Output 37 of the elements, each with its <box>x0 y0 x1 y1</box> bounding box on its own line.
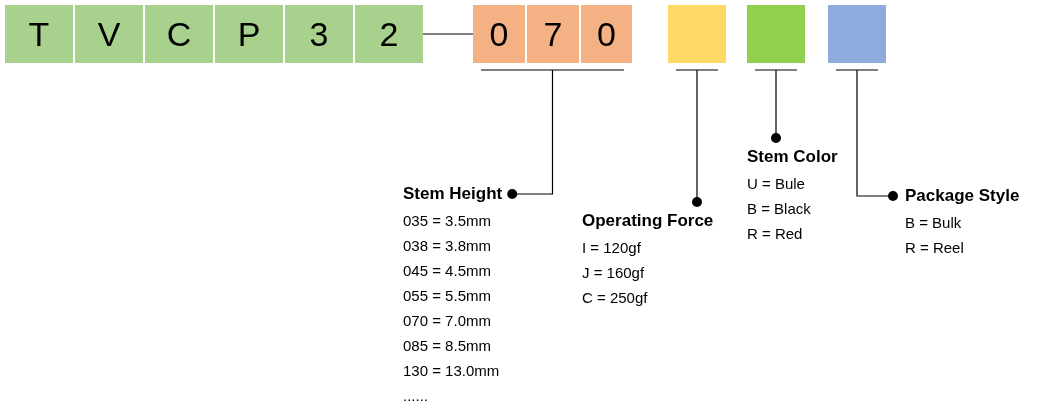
option-text: U = Bule <box>747 174 806 194</box>
option-text: J = 160gf <box>582 263 646 283</box>
code-character-box: 0 <box>581 5 632 63</box>
code-character-box: 0 <box>473 5 525 63</box>
code-color-box <box>828 5 886 63</box>
code-character-box: 7 <box>527 5 579 63</box>
option-text: R = Red <box>747 224 804 244</box>
leader-line <box>754 69 798 143</box>
option-text: B = Bulk <box>905 213 963 233</box>
option-text: 038 = 3.8mm <box>403 236 492 256</box>
code-character-box: P <box>215 5 283 63</box>
option-text: C = 250gf <box>582 288 649 308</box>
code-color-box <box>747 5 805 63</box>
option-text: I = 120gf <box>582 238 642 258</box>
leader-line <box>835 69 898 201</box>
option-text: 035 = 3.5mm <box>403 211 492 231</box>
field-heading: Operating Force <box>582 210 714 232</box>
code-character-box: T <box>5 5 73 63</box>
leader-line <box>480 69 625 199</box>
field-heading: Stem Height <box>403 183 503 205</box>
option-text: B = Black <box>747 199 812 219</box>
option-text: 055 = 5.5mm <box>403 286 492 306</box>
option-text: 130 = 13.0mm <box>403 361 501 381</box>
code-character-box: V <box>75 5 143 63</box>
option-text: 070 = 7.0mm <box>403 311 492 331</box>
code-color-box <box>668 5 726 63</box>
code-character-box: C <box>145 5 213 63</box>
option-text: 085 = 8.5mm <box>403 336 492 356</box>
option-text: R = Reel <box>905 238 965 258</box>
leader-line <box>675 69 719 207</box>
code-character-box: 3 <box>285 5 353 63</box>
option-text: ...... <box>403 386 429 406</box>
option-text: 045 = 4.5mm <box>403 261 492 281</box>
separator-line <box>422 33 474 35</box>
field-heading: Package Style <box>905 185 1020 207</box>
code-character-box: 2 <box>355 5 423 63</box>
field-heading: Stem Color <box>747 146 838 168</box>
